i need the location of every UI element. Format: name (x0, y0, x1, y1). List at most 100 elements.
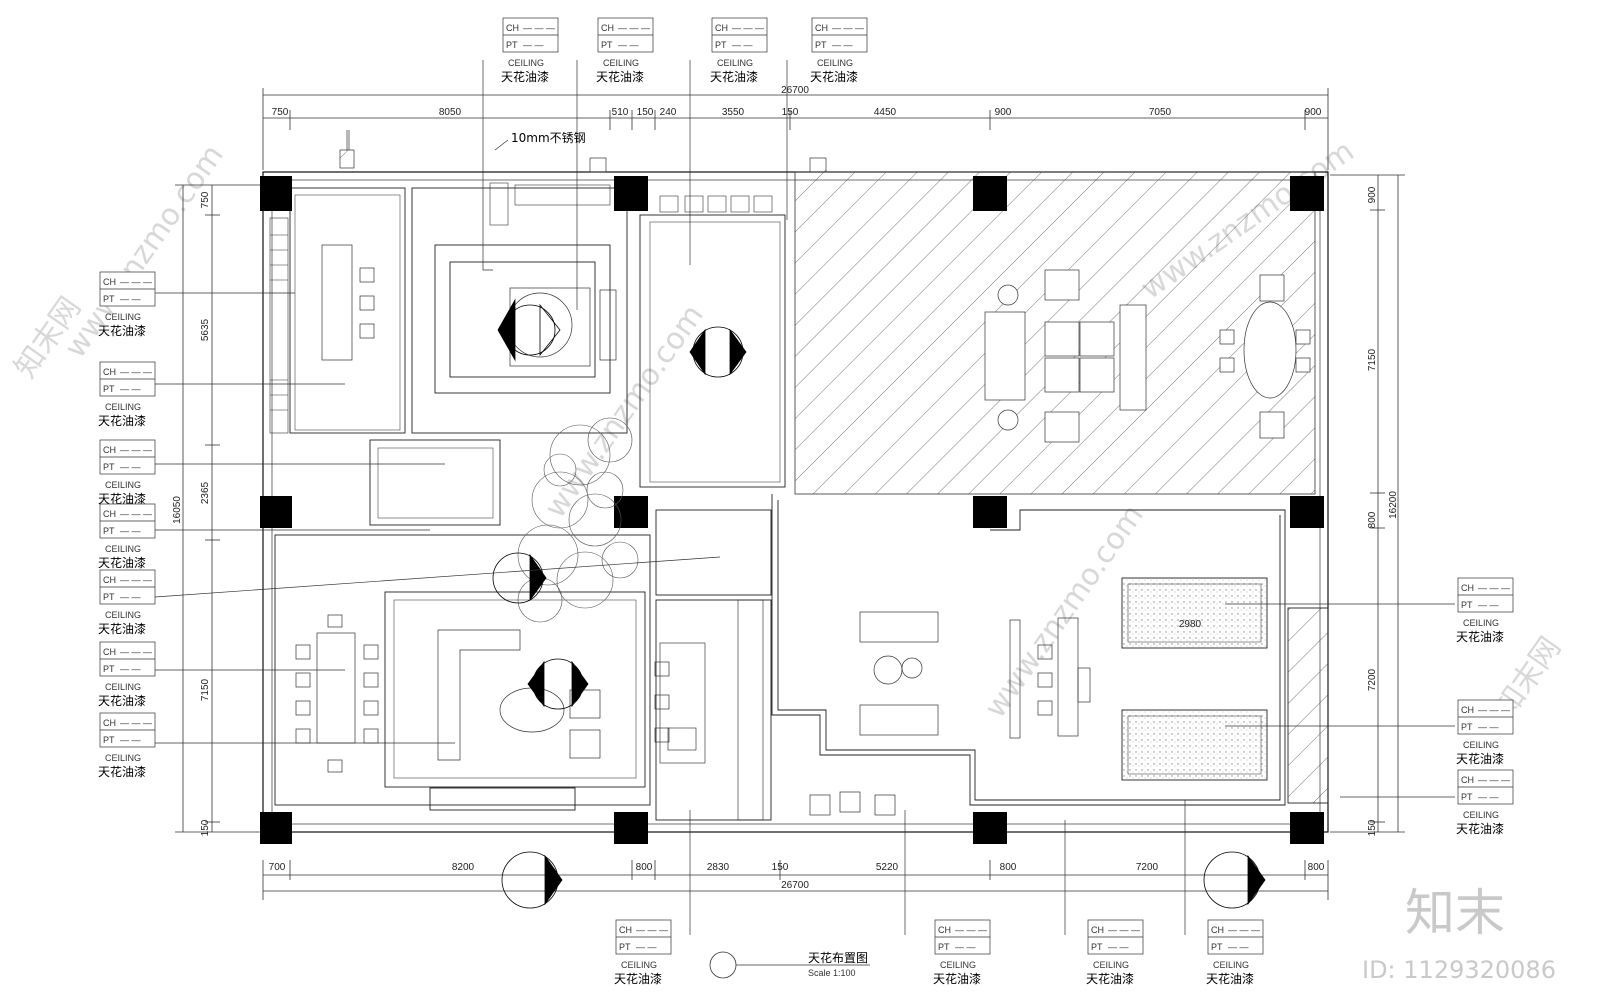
tag-pt-value: — — (120, 526, 141, 536)
dim-label: 8200 (452, 862, 475, 873)
tag-ch-value: — — — (618, 23, 650, 33)
tag-material-en: CEILING (508, 58, 544, 68)
tag-ch-label: CH (103, 718, 116, 728)
tag-pt-label: PT (938, 942, 950, 952)
tag-ch-value: — — — (1228, 925, 1260, 935)
tag-pt-label: PT (103, 294, 115, 304)
dim-label: 750 (272, 107, 289, 118)
tag-material-en: CEILING (105, 402, 141, 412)
tag-material-en: CEILING (621, 960, 657, 970)
furniture-dining (295, 614, 379, 773)
dim-label: 900 (995, 107, 1012, 118)
tag-material-en: CEILING (105, 480, 141, 490)
tag-material-cn: 天花油漆 (1456, 629, 1504, 644)
dim-label: 4450 (874, 107, 897, 118)
dim-label: 7200 (1136, 862, 1159, 873)
tag-pt-label: PT (1461, 722, 1473, 732)
dim-label: 5220 (876, 862, 899, 873)
tag-ch-value: — — — (732, 23, 764, 33)
tag-ch-value: — — — (120, 367, 152, 377)
tag-ch-label: CH (103, 575, 116, 585)
tag-pt-value: — — (636, 942, 657, 952)
tag-material-en: CEILING (940, 960, 976, 970)
ceiling-feature-panels (1121, 577, 1268, 781)
tag-material-en: CEILING (105, 682, 141, 692)
drawing-title-block: 天花布置图 Scale 1:100 (709, 950, 870, 979)
tag-material-en: CEILING (1463, 618, 1499, 628)
tag-pt-value: — — (618, 40, 639, 50)
dim-label: 510 (612, 107, 629, 118)
tag-material-cn: 天花油漆 (810, 69, 858, 84)
tag-pt-value: — — (955, 942, 976, 952)
bottom-dim-labels: 700 8200 800 2830 150 5220 800 7200 800 (269, 862, 1325, 873)
right-dim-labels: 900 7150 800 7200 150 (1367, 186, 1378, 836)
tag-ch-label: CH (506, 23, 519, 33)
tag-pt-value: — — (1478, 722, 1499, 732)
tag-material-cn: 天花油漆 (710, 69, 758, 84)
tag-ch-label: CH (619, 925, 632, 935)
tag-material-cn: 天花油漆 (98, 621, 146, 636)
tag-ch-value: — — — (1108, 925, 1140, 935)
interior-walls (274, 187, 1329, 821)
tag-material-cn: 天花油漆 (1456, 751, 1504, 766)
tag-pt-value: — — (1478, 600, 1499, 610)
tag-pt-label: PT (103, 664, 115, 674)
courtyard-tree-icon (517, 417, 639, 623)
tag-material-cn: 天花油漆 (98, 491, 146, 506)
dim-label: 900 (1305, 107, 1322, 118)
tag-pt-value: — — (120, 384, 141, 394)
tag-ch-label: CH (103, 509, 116, 519)
tag-material-cn: 天花油漆 (1456, 821, 1504, 836)
tag-material-cn: 天花油漆 (1086, 971, 1134, 986)
tag-ch-label: CH (715, 23, 728, 33)
tag-pt-label: PT (815, 40, 827, 50)
dim-label: 800 (1367, 511, 1378, 528)
tag-pt-label: PT (103, 462, 115, 472)
tag-leaders (154, 60, 1455, 935)
dim-label: 750 (200, 191, 211, 208)
tag-pt-label: PT (103, 735, 115, 745)
dim-left-total: 16050 (172, 496, 183, 524)
tag-material-en: CEILING (1463, 740, 1499, 750)
tag-ch-label: CH (1211, 925, 1224, 935)
tag-pt-value: — — (120, 294, 141, 304)
tag-material-en: CEILING (817, 58, 853, 68)
section-markers (492, 298, 1266, 909)
tag-pt-label: PT (619, 942, 631, 952)
tag-pt-label: PT (601, 40, 613, 50)
tag-ch-value: — — — (120, 445, 152, 455)
tag-pt-value: — — (120, 462, 141, 472)
tag-pt-label: PT (103, 384, 115, 394)
note-stainless-steel: 10mm不锈钢 (511, 131, 586, 145)
dim-label: 800 (636, 862, 653, 873)
tag-material-cn: 天花油漆 (98, 323, 146, 338)
dim-right-total: 16200 (1388, 491, 1399, 519)
tag-ch-label: CH (103, 367, 116, 377)
dim-label: 2365 (200, 481, 211, 504)
furniture-office (321, 244, 617, 367)
tag-pt-value: — — (1478, 792, 1499, 802)
dim-label: 3550 (722, 107, 745, 118)
dim-label: 700 (269, 862, 286, 873)
furniture-lounge (437, 629, 670, 761)
watermark-logo: 知末 (1405, 884, 1505, 942)
tag-ch-label: CH (815, 23, 828, 33)
tag-material-cn: 天花油漆 (614, 971, 662, 986)
tag-material-cn: 天花油漆 (596, 69, 644, 84)
tag-ch-value: — — — (120, 575, 152, 585)
bottom-dimensions (262, 860, 1329, 900)
dim-label: 800 (1000, 862, 1017, 873)
dim-bottom-total: 26700 (781, 880, 809, 891)
top-slats (489, 182, 773, 226)
